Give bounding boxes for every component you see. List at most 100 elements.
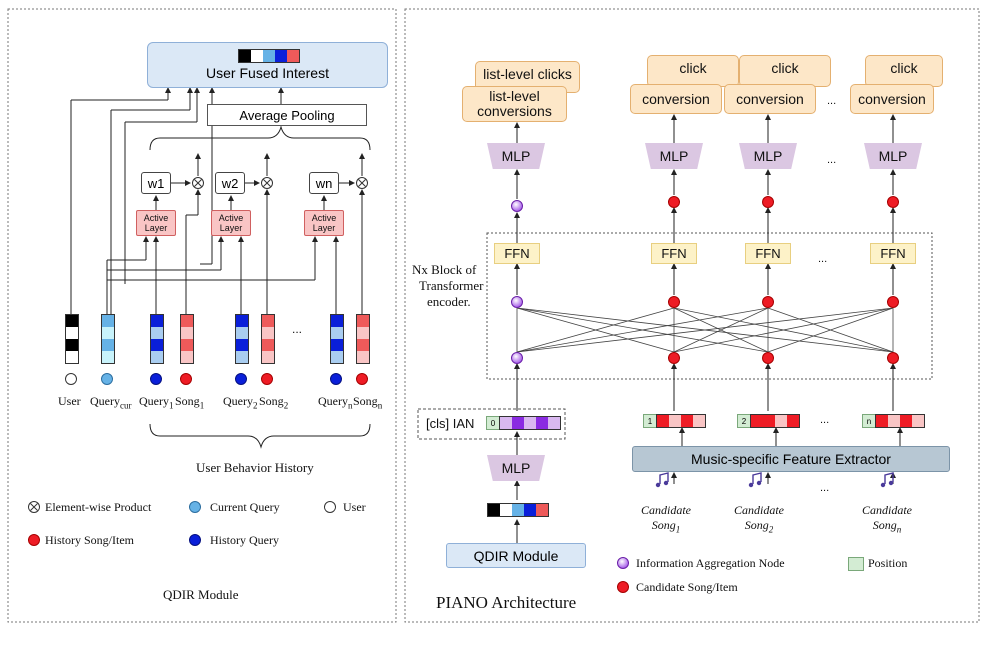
position-1: 1 (643, 414, 657, 428)
click-label: click (890, 60, 918, 76)
legend-user-icon (324, 501, 336, 513)
song1-output-node (668, 196, 680, 208)
mlp-qdir: MLP (487, 455, 545, 481)
elementwise-product-icon (192, 177, 204, 189)
mlp-cls: MLP (487, 143, 545, 169)
song2-node (261, 373, 273, 385)
ellipsis: ... (820, 414, 830, 426)
legend-elementwise-icon (28, 501, 40, 513)
query-cur-embedding (101, 314, 115, 364)
legend-user-label: User (343, 500, 366, 514)
ffn-cls: FFN (494, 243, 540, 264)
conversion-box-n: conversion (850, 84, 934, 114)
listlevel-clicks-label: list-level clicks (483, 66, 572, 82)
mlp-song2: MLP (739, 143, 797, 169)
qdir-title: QDIR Module (163, 587, 239, 602)
songn-output-node (887, 196, 899, 208)
ellipsis: ... (292, 322, 303, 336)
listlevel-conversions-box: list-level conversions (462, 86, 567, 122)
active-layer-label: Active Layer (218, 213, 244, 233)
songn-node-top (887, 296, 899, 308)
conversion-box-2: conversion (724, 84, 816, 114)
legend-elementwise-label: Element-wise Product (45, 500, 152, 514)
queryn-label: Queryn (318, 394, 353, 411)
cls-label: [cls] IAN (426, 416, 475, 431)
song1-label: Song1 (175, 394, 205, 411)
legend-history-query-icon (189, 534, 201, 546)
w1-label: w1 (147, 175, 165, 191)
behavior-history-label: User Behavior History (196, 460, 314, 475)
conversion-label: conversion (642, 91, 710, 107)
cls-ian-vector (499, 416, 561, 430)
conversion-box-1: conversion (630, 84, 722, 114)
legend-position-label: Position (868, 556, 908, 570)
songn-embedding (356, 314, 370, 364)
song2-label: Song2 (259, 394, 289, 411)
wn-label: wn (315, 175, 333, 191)
songn-label: Songn (353, 394, 383, 411)
block-note-line2: Transformer (419, 278, 484, 293)
legend-current-query-icon (189, 501, 201, 513)
legend-history-song-label: History Song/Item (45, 533, 134, 547)
user-fused-interest-box: User Fused Interest (147, 42, 388, 88)
block-note-line1: Nx Block of (412, 262, 477, 277)
ellipsis: ... (827, 95, 837, 107)
ffn-song2: FFN (745, 243, 791, 264)
extractor-label: Music-specific Feature Extractor (691, 451, 891, 467)
qdir-module-box: QDIR Module (446, 543, 586, 568)
ffn-song1: FFN (651, 243, 697, 264)
legend-candidate-label: Candidate Song/Item (636, 580, 738, 594)
queryn-node (330, 373, 342, 385)
piano-title: PIANO Architecture (436, 593, 577, 612)
song2-node-top (762, 296, 774, 308)
query-cur-label: Querycur (90, 394, 132, 411)
candidaten-vector (875, 414, 925, 428)
query2-embedding (235, 314, 249, 364)
active-layer-label: Active Layer (143, 213, 169, 233)
w2-label: w2 (221, 175, 239, 191)
ellipsis: ... (827, 154, 837, 166)
query1-node (150, 373, 162, 385)
ffn-label: FFN (880, 246, 906, 261)
ellipsis: ... (818, 253, 828, 265)
mlp-label: MLP (501, 148, 531, 164)
active-layer-1: Active Layer (136, 210, 176, 236)
piano-panel-border (404, 8, 980, 623)
query1-label: Query1 (139, 394, 174, 411)
song1-node (180, 373, 192, 385)
queryn-embedding (330, 314, 344, 364)
legend-position-icon (848, 557, 864, 571)
legend-candidate-icon (617, 581, 629, 593)
song2-node-bottom (762, 352, 774, 364)
click-box-1: click (647, 55, 739, 87)
conversion-label: conversion (736, 91, 804, 107)
candidate2-vector (750, 414, 800, 428)
ellipsis: ... (820, 482, 830, 494)
music-note-icon (880, 472, 894, 488)
position-n: n (862, 414, 876, 428)
legend-ian-label: Information Aggregation Node (636, 556, 785, 570)
mlp-songn: MLP (864, 143, 922, 169)
music-note-icon (655, 472, 669, 488)
listlevel-conversions-label: list-level conversions (477, 88, 552, 119)
song1-node-bottom (668, 352, 680, 364)
weight-wn: wn (309, 172, 339, 194)
active-layer-2: Active Layer (211, 210, 251, 236)
mlp-label: MLP (501, 460, 531, 476)
mlp-song1: MLP (645, 143, 703, 169)
user-label: User (58, 394, 81, 408)
weight-w2: w2 (215, 172, 245, 194)
user-fused-interest-label: User Fused Interest (206, 65, 329, 81)
average-pooling-box: Average Pooling (207, 104, 367, 126)
elementwise-product-icon (356, 177, 368, 189)
user-node (65, 373, 77, 385)
piano-edges (417, 114, 933, 543)
position-cls: 0 (486, 416, 500, 430)
song1-embedding (180, 314, 194, 364)
song2-embedding (261, 314, 275, 364)
song1-node-top (668, 296, 680, 308)
click-label: click (679, 60, 707, 76)
click-box-2: click (739, 55, 831, 87)
position-2: 2 (737, 414, 751, 428)
